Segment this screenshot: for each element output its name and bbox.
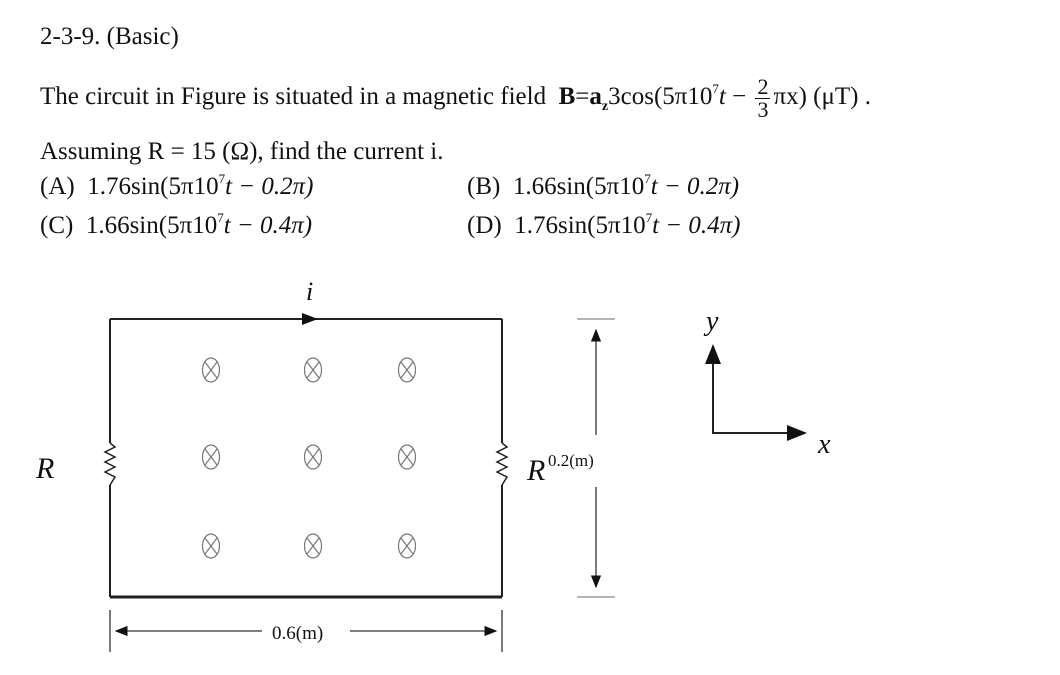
field-minus: −	[725, 83, 753, 111]
frac-den: 3	[757, 97, 769, 122]
field-exp: 7	[712, 81, 719, 97]
current-arrow-icon	[302, 313, 318, 325]
option-text-end: t − 0.2π)	[225, 173, 314, 200]
field-t: t	[718, 83, 726, 111]
field-into-page-icon	[397, 533, 417, 559]
coordinate-axes	[705, 344, 807, 441]
option-text: 1.66sin(5π10	[85, 212, 218, 239]
field-symbols	[201, 357, 417, 559]
option-b: (B) 1.66sin(5π107t − 0.2π)	[467, 172, 739, 199]
option-label: (A)	[40, 173, 75, 200]
resistor-right-icon	[495, 442, 509, 486]
field-expr-end: πx) (μT) .	[773, 83, 871, 111]
option-exp: 7	[644, 171, 651, 186]
option-text-end: t − 0.2π)	[650, 173, 740, 200]
height-label: 0.2(m)	[548, 451, 594, 470]
field-into-page-icon	[201, 533, 221, 559]
width-dimension	[109, 610, 503, 652]
width-label: 0.6(m)	[272, 623, 323, 644]
field-into-page-icon	[397, 444, 417, 470]
option-text: 1.76sin(5π10	[87, 173, 219, 200]
option-c: (C) 1.66sin(5π107t − 0.4π)	[40, 211, 312, 238]
option-exp: 7	[217, 210, 224, 225]
field-into-page-icon	[201, 444, 221, 470]
resistor-left-label: R	[35, 452, 54, 485]
equals: =	[575, 83, 590, 111]
field-into-page-icon	[303, 533, 323, 559]
field-into-page-icon	[397, 357, 417, 383]
assumption: Assuming R = 15 (Ω), find the current i.	[40, 138, 444, 165]
current-label: i	[306, 277, 313, 306]
option-exp: 7	[645, 210, 653, 225]
field-into-page-icon	[303, 444, 323, 470]
axis-y-label: y	[703, 306, 719, 337]
field-into-page-icon	[303, 357, 323, 383]
option-d: (D) 1.76sin(5π107t − 0.4π)	[467, 211, 741, 238]
field-symbol: B	[558, 83, 576, 111]
field-expr: 3cos(5π10	[608, 83, 713, 111]
option-text: 1.76sin(5π10	[514, 212, 646, 239]
problem-number: 2-3-9. (Basic)	[40, 23, 179, 50]
option-exp: 7	[218, 171, 226, 186]
option-text-end: t − 0.4π)	[223, 212, 313, 239]
option-text: 1.66sin(5π10	[512, 173, 645, 200]
resistor-left-icon	[103, 442, 117, 486]
statement-text: The circuit in Figure is situated in a m…	[40, 83, 547, 111]
unit-vector: a	[589, 83, 602, 111]
resistor-right-label: R	[526, 454, 545, 487]
unit-vector-sub: z	[601, 99, 609, 115]
problem-statement: The circuit in Figure is situated in a m…	[40, 76, 871, 121]
option-a: (A) 1.76sin(5π107t − 0.2π)	[40, 172, 314, 199]
option-label: (B)	[467, 173, 501, 200]
height-dimension	[577, 318, 615, 598]
circuit-loop	[109, 318, 503, 599]
option-label: (D)	[467, 212, 502, 239]
frac-num: 2	[755, 74, 771, 99]
field-into-page-icon	[201, 357, 221, 383]
option-label: (C)	[40, 212, 74, 239]
axis-x-label: x	[817, 429, 831, 460]
option-text-end: t − 0.4π)	[652, 212, 741, 239]
